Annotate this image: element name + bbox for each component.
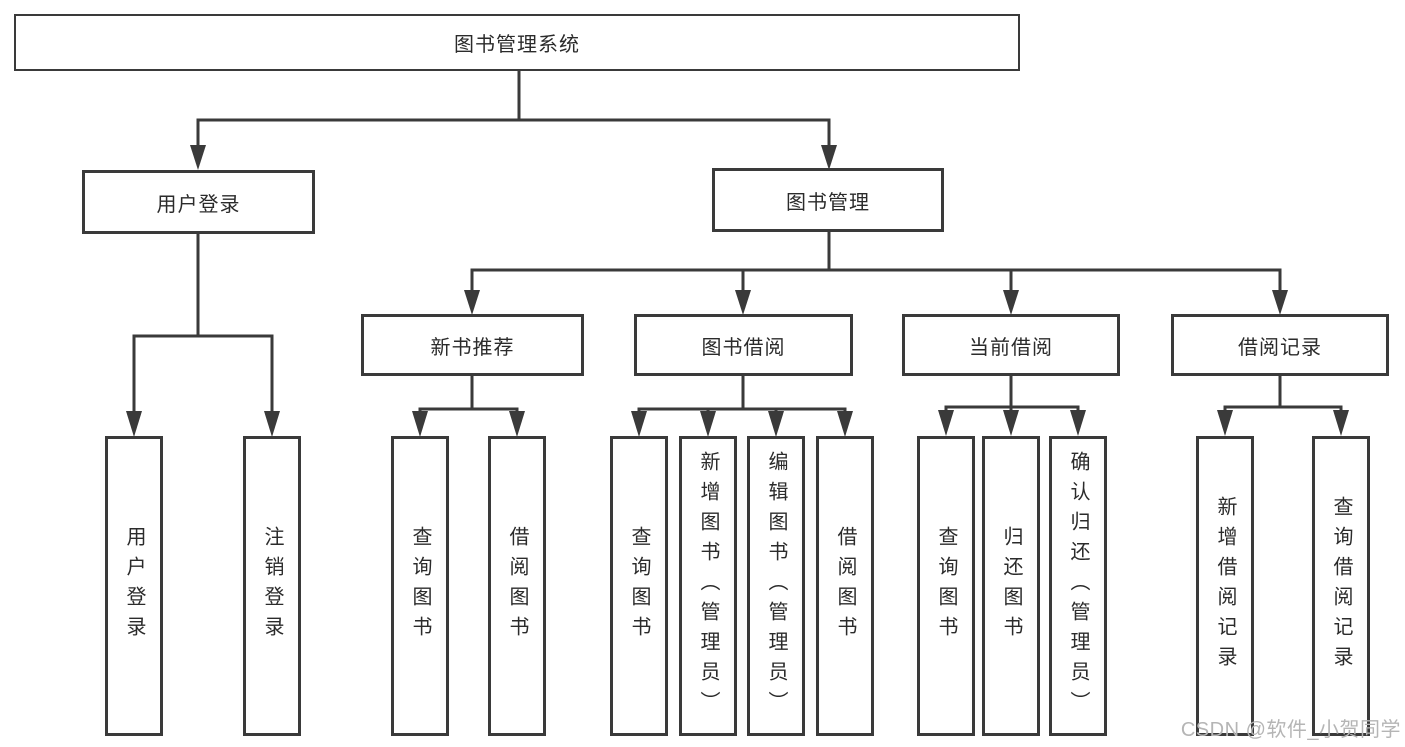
leaf-confirm-return-admin-label: 确认归还（管理员） [1067,451,1089,721]
csdn-watermark: CSDN @软件_小贺同学 [1180,719,1401,741]
leaf-return-book: 归还图书 [982,436,1040,736]
leaf-return-book-label: 归还图书 [1000,526,1022,646]
leaf-borrow-books-borrowing-label: 借阅图书 [834,526,856,646]
leaf-confirm-return-admin: 确认归还（管理员） [1049,436,1107,736]
connector-borrowing-records [1217,375,1349,436]
leaf-edit-book-admin: 编辑图书（管理员） [747,436,805,736]
connector-book-borrowing [631,375,853,437]
node-user-login: 用户登录 [82,170,315,234]
leaf-user-login: 用户登录 [105,436,163,736]
leaf-logout: 注销登录 [243,436,301,736]
node-book-management: 图书管理 [712,168,944,232]
node-new-book-recommendation: 新书推荐 [361,314,584,376]
leaf-query-borrow-record: 查询借阅记录 [1312,436,1370,736]
leaf-query-books-recommend: 查询图书 [391,436,449,736]
leaf-query-books-recommend-label: 查询图书 [409,526,431,646]
leaf-borrow-books-recommend: 借阅图书 [488,436,546,736]
leaf-query-books-borrowing: 查询图书 [610,436,668,736]
leaf-edit-book-admin-label: 编辑图书（管理员） [765,451,787,721]
leaf-logout-label: 注销登录 [261,526,283,646]
connector-user-login [126,232,280,437]
leaf-add-borrow-record: 新增借阅记录 [1196,436,1254,736]
leaf-add-book-admin-label: 新增图书（管理员） [697,451,719,721]
leaf-query-books-borrowing-label: 查询图书 [628,526,650,646]
leaf-query-books-current-label: 查询图书 [935,526,957,646]
connector-new-book-recommendation [412,375,525,437]
leaf-query-borrow-record-label: 查询借阅记录 [1330,496,1352,676]
node-book-borrowing: 图书借阅 [634,314,853,376]
leaf-borrow-books-recommend-label: 借阅图书 [506,526,528,646]
leaf-query-books-current: 查询图书 [917,436,975,736]
leaf-add-book-admin: 新增图书（管理员） [679,436,737,736]
node-system-root: 图书管理系统 [14,14,1020,71]
leaf-borrow-books-borrowing: 借阅图书 [816,436,874,736]
connector-root [190,70,837,170]
node-current-borrowing: 当前借阅 [902,314,1120,376]
leaf-user-login-label: 用户登录 [123,526,145,646]
connector-book-management [464,232,1288,315]
leaf-add-borrow-record-label: 新增借阅记录 [1214,496,1236,676]
connector-current-borrowing [938,375,1086,436]
node-borrowing-records: 借阅记录 [1171,314,1389,376]
